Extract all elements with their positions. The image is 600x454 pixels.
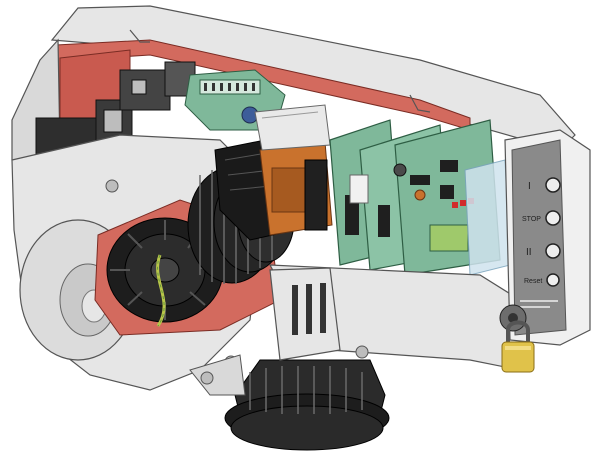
output-drive-flange	[224, 359, 390, 451]
capacitor	[304, 159, 328, 231]
section-cut-edge	[409, 94, 431, 113]
lcd-display	[429, 224, 469, 252]
open-label: I	[528, 181, 531, 192]
stop-button[interactable]	[545, 210, 561, 226]
open-button[interactable]	[545, 177, 561, 193]
bolt-icon	[105, 179, 119, 193]
bolt-icon	[355, 345, 369, 359]
electronics-pcb-stack	[329, 119, 511, 276]
section-cut-edge	[129, 29, 150, 43]
stop-label: STOP	[522, 216, 541, 223]
padlock-icon	[501, 320, 535, 373]
close-button[interactable]	[545, 243, 561, 259]
lower-neck-housing	[269, 267, 341, 361]
control-panel: I STOP II Reset	[499, 129, 591, 346]
close-label: II	[526, 247, 532, 258]
bolt-icon	[200, 371, 214, 385]
reset-label: Reset	[524, 278, 542, 285]
base-mount	[189, 354, 246, 396]
reset-button[interactable]	[546, 273, 560, 287]
